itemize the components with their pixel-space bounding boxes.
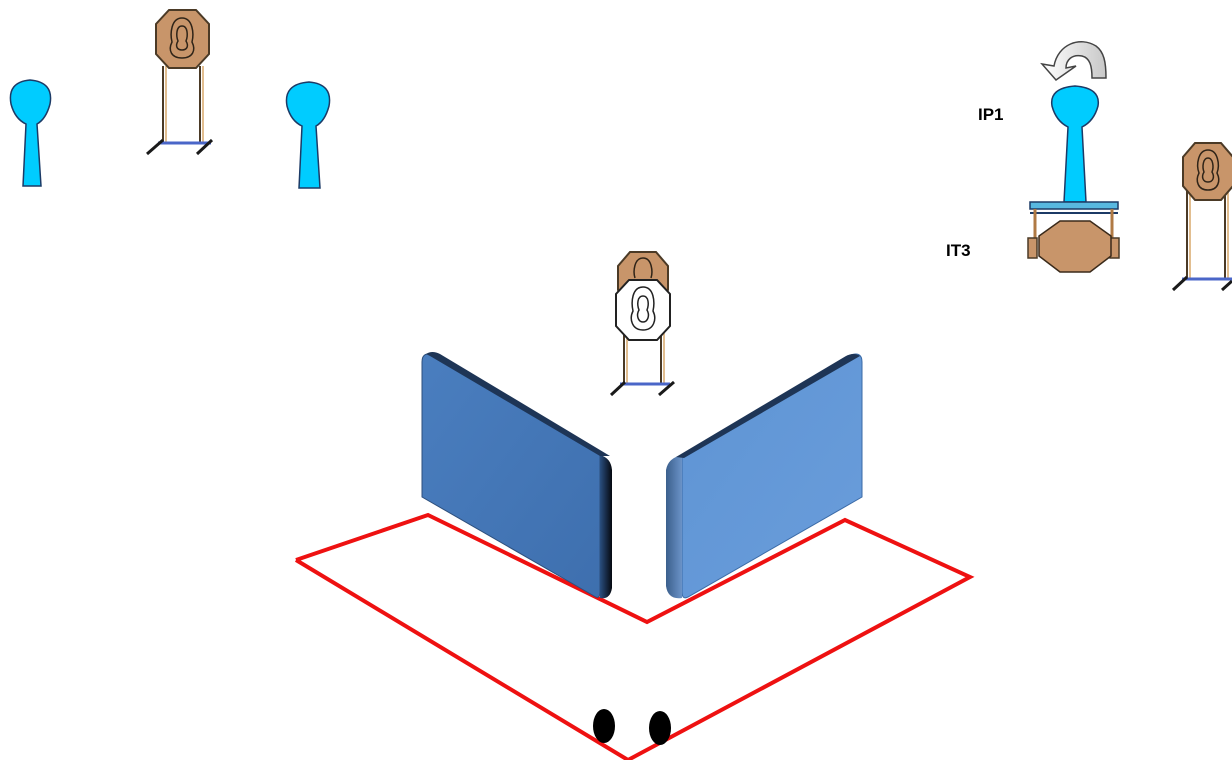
activator-bar — [1029, 201, 1119, 240]
label-it3: IT3 — [946, 241, 971, 260]
popper-left — [9, 79, 52, 187]
shooting-area-fault-line — [294, 512, 975, 760]
steel-target-right — [1171, 142, 1232, 292]
barricade-right — [666, 353, 863, 599]
curved-arrow-icon — [1040, 41, 1107, 82]
popper-center-left — [285, 81, 331, 189]
center-no-shoot-target — [615, 279, 671, 341]
barricade-left — [421, 352, 612, 599]
label-ip1: IP1 — [978, 105, 1004, 124]
swinger-target-it3 — [1027, 220, 1120, 273]
footprints-icon — [593, 709, 671, 745]
popper-ip1 — [1050, 85, 1100, 203]
steel-target-top-left — [146, 9, 214, 156]
